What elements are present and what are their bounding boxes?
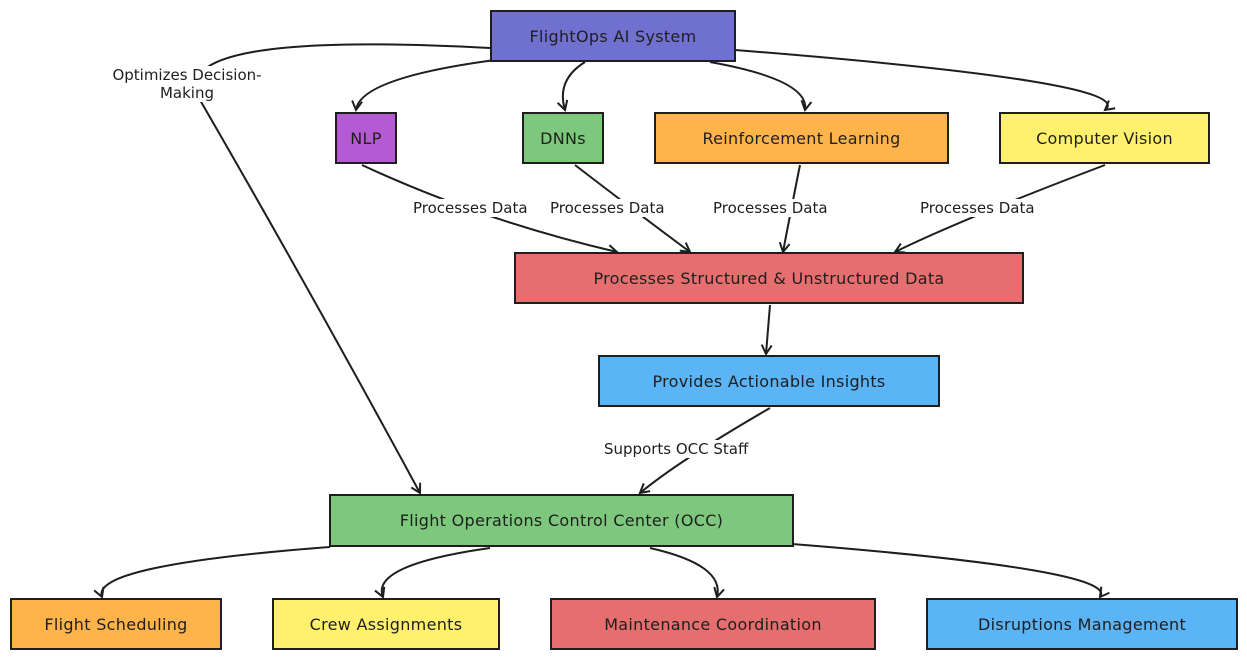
node-label: DNNs xyxy=(540,128,586,148)
node-label: Reinforcement Learning xyxy=(702,128,901,148)
edge-label-supports-occ-staff: Supports OCC Staff xyxy=(602,440,751,458)
node-label: NLP xyxy=(350,128,382,148)
edge-occ-to-maintenance xyxy=(649,547,718,597)
node-reinforcement-learning[interactable]: Reinforcement Learning xyxy=(654,112,949,164)
node-computer-vision[interactable]: Computer Vision xyxy=(999,112,1210,164)
edge-occ-to-scheduling xyxy=(101,546,331,597)
edge-label-rl-processes-data: Processes Data xyxy=(711,199,830,217)
node-label: Maintenance Coordination xyxy=(604,614,822,634)
edge-label-cv-processes-data: Processes Data xyxy=(918,199,1037,217)
edge-label-nlp-processes-data: Processes Data xyxy=(411,199,530,217)
edge-ai-to-nlp xyxy=(356,59,496,110)
node-label: Disruptions Management xyxy=(977,614,1187,634)
node-maintenance-coordination[interactable]: Maintenance Coordination xyxy=(550,598,876,650)
node-label: Provides Actionable Insights xyxy=(652,371,886,391)
node-occ[interactable]: Flight Operations Control Center (OCC) xyxy=(329,494,794,547)
node-label: Computer Vision xyxy=(1036,128,1173,148)
edge-label-optimizes-decision-making: Optimizes Decision-Making xyxy=(95,66,279,102)
edge-ai-to-rl xyxy=(709,61,805,110)
edge-processing-to-insights xyxy=(766,304,770,354)
node-flightops-ai-system[interactable]: FlightOps AI System xyxy=(490,10,736,62)
edge-occ-to-crew xyxy=(382,547,491,597)
node-flight-scheduling[interactable]: Flight Scheduling xyxy=(10,598,222,650)
node-label: Flight Scheduling xyxy=(44,614,188,634)
edge-label-dnns-processes-data: Processes Data xyxy=(548,199,667,217)
edge-occ-to-disruptions xyxy=(791,543,1101,597)
node-data-processing[interactable]: Processes Structured & Unstructured Data xyxy=(514,252,1024,304)
edge-ai-to-cv xyxy=(734,49,1108,110)
node-crew-assignments[interactable]: Crew Assignments xyxy=(272,598,500,650)
node-label: Flight Operations Control Center (OCC) xyxy=(399,511,724,530)
node-actionable-insights[interactable]: Provides Actionable Insights xyxy=(598,355,940,407)
node-label: Processes Structured & Unstructured Data xyxy=(593,268,945,288)
node-nlp[interactable]: NLP xyxy=(335,112,397,164)
edge-ai-to-dnns xyxy=(563,61,586,110)
node-dnns[interactable]: DNNs xyxy=(522,112,604,164)
node-disruptions-management[interactable]: Disruptions Management xyxy=(926,598,1238,650)
node-label: FlightOps AI System xyxy=(529,26,697,46)
node-label: Crew Assignments xyxy=(309,614,463,634)
